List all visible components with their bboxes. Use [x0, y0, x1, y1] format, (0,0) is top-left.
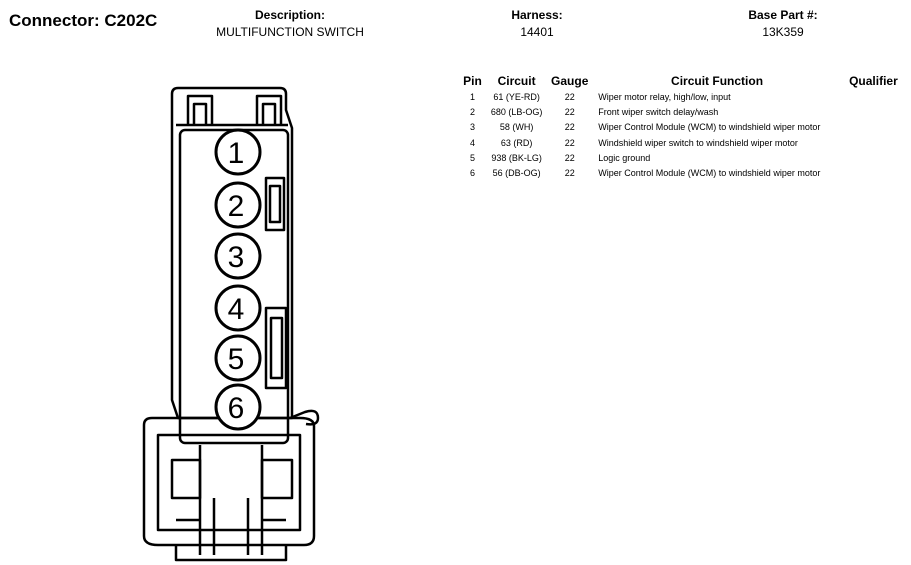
latch-hook	[289, 409, 320, 426]
cell-circuit: 63 (RD)	[500, 137, 533, 148]
col-header-circuit-function: Circuit Function	[671, 74, 764, 88]
pin-3-circle	[214, 232, 262, 280]
table-row: 5 938 (BK-LG) 22 Logic ground	[455, 150, 911, 165]
boot-shoulder-left	[170, 458, 202, 500]
side-key-lower-inner	[269, 316, 284, 380]
cell-function: Logic ground	[598, 152, 651, 163]
cell-gauge: 22	[564, 168, 575, 179]
cell-pin: 6	[469, 168, 475, 179]
harness-label: Harness:	[511, 8, 563, 22]
cell-function: Wiper Control Module (WCM) to windshield…	[598, 122, 821, 133]
cell-gauge: 22	[564, 106, 575, 117]
cell-circuit: 680 (LB-OG)	[490, 106, 543, 117]
pin-1-label: 1	[228, 137, 245, 170]
latch-tab-left-inner	[192, 102, 208, 124]
cell-pin: 3	[469, 122, 475, 133]
boot-base	[174, 545, 288, 562]
cell-function: Wiper Control Module (WCM) to windshield…	[598, 168, 821, 179]
table-row: 2 680 (LB-OG) 22 Front wiper switch dela…	[455, 104, 911, 119]
pin-4-label: 4	[228, 293, 245, 326]
cell-function: Wiper motor relay, high/low, input	[598, 91, 731, 102]
cell-gauge: 22	[564, 122, 575, 133]
table-row: 4 63 (RD) 22 Windshield wiper switch to …	[455, 135, 911, 150]
pin-6-label: 6	[228, 392, 245, 425]
col-header-gauge: Gauge	[551, 74, 589, 88]
latch-tab-right	[255, 94, 283, 124]
pin-3-label: 3	[228, 241, 245, 274]
connector-title: Connector: C202C	[9, 11, 158, 30]
description-value: MULTIFUNCTION SWITCH	[216, 25, 364, 39]
col-header-qualifier: Qualifier	[849, 74, 898, 88]
col-header-pin: Pin	[463, 74, 482, 88]
table-row: 6 56 (DB-OG) 22 Wiper Control Module (WC…	[455, 165, 911, 180]
cell-pin: 4	[469, 137, 475, 148]
boot-stem	[212, 498, 250, 555]
pin-2-circle	[214, 181, 262, 229]
cell-pin: 1	[469, 91, 475, 102]
harness-value: 14401	[520, 25, 554, 39]
pin-table: Pin Circuit Gauge Circuit Function Quali…	[455, 73, 911, 181]
cell-function: Front wiper switch delay/wash	[598, 106, 719, 117]
base-part-value: 13K359	[762, 25, 804, 39]
latch-tab-right-inner	[261, 102, 277, 124]
pin-5-label: 5	[228, 343, 245, 376]
base-part-label: Base Part #:	[748, 8, 818, 22]
cell-function: Windshield wiper switch to windshield wi…	[598, 137, 798, 148]
cell-pin: 5	[469, 152, 475, 163]
cell-gauge: 22	[564, 137, 575, 148]
pin-6-circle	[214, 383, 262, 431]
table-row: 3 58 (WH) 22 Wiper Control Module (WCM) …	[455, 120, 911, 135]
pin-5-circle	[214, 334, 262, 382]
boot-shoulder-right	[260, 458, 294, 500]
harness-block: Harness: 14401	[487, 8, 587, 39]
cell-circuit: 58 (WH)	[499, 122, 534, 133]
table-row: 1 61 (YE-RD) 22 Wiper motor relay, high/…	[455, 89, 911, 104]
side-key-upper-inner	[268, 184, 282, 224]
cell-gauge: 22	[564, 91, 575, 102]
table-header-row: Pin Circuit Gauge Circuit Function Quali…	[455, 73, 911, 89]
cell-pin: 2	[469, 106, 475, 117]
base-part-block: Base Part #: 13K359	[733, 8, 833, 39]
description-block: Description: MULTIFUNCTION SWITCH	[190, 8, 390, 39]
cell-circuit: 61 (YE-RD)	[493, 91, 540, 102]
cell-circuit: 56 (DB-OG)	[492, 168, 541, 179]
boot-inner	[156, 433, 302, 532]
description-label: Description:	[254, 8, 325, 22]
connector-housing	[170, 86, 294, 420]
boot-outer	[142, 416, 316, 547]
cell-gauge: 22	[564, 152, 575, 163]
side-key-upper	[264, 176, 286, 232]
latch-tab-left	[186, 94, 214, 124]
pin-4-circle	[214, 284, 262, 332]
pin-2-label: 2	[228, 190, 245, 223]
cell-circuit: 938 (BK-LG)	[491, 152, 542, 163]
side-key-lower	[264, 306, 288, 390]
pin-1-circle	[214, 128, 262, 176]
col-header-circuit: Circuit	[497, 74, 536, 88]
